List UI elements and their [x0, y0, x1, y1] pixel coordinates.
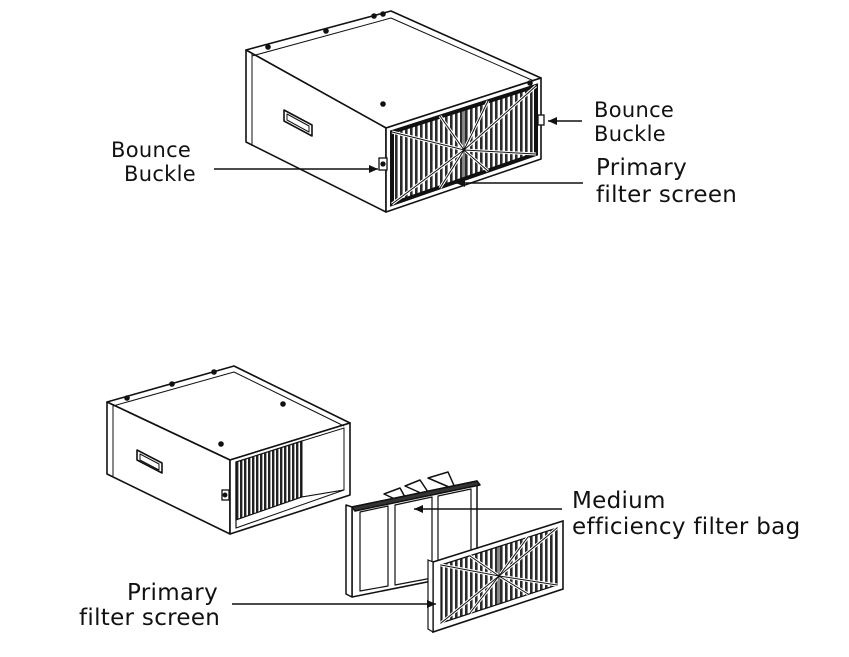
label-top-left-buckle-line2: Buckle	[124, 162, 196, 186]
label-bottom-primary-line2: filter screen	[79, 605, 221, 631]
top-primary-filter	[390, 83, 538, 207]
label-top-right-buckle-line1: Bounce	[594, 98, 675, 122]
label-top-primary-line2: filter screen	[596, 182, 738, 208]
label-bottom-medium-line2: efficiency filter bag	[572, 514, 801, 540]
label-top-right-buckle-line2: Buckle	[594, 122, 666, 146]
top-unit-handle	[283, 109, 313, 137]
bottom-unit-interior	[235, 427, 345, 529]
top-bounce-buckle-right	[537, 114, 545, 126]
label-bottom-medium-line1: Medium	[572, 488, 666, 514]
label-bottom-primary-line1: Primary	[127, 580, 218, 606]
bottom-bounce-buckle	[221, 489, 230, 501]
bottom-unit-handle	[136, 449, 163, 474]
label-top-left-buckle-line1: Bounce	[111, 138, 192, 162]
top-bounce-buckle-left	[378, 157, 388, 171]
bottom-primary-filter	[427, 519, 564, 634]
label-top-primary-line1: Primary	[596, 155, 687, 181]
